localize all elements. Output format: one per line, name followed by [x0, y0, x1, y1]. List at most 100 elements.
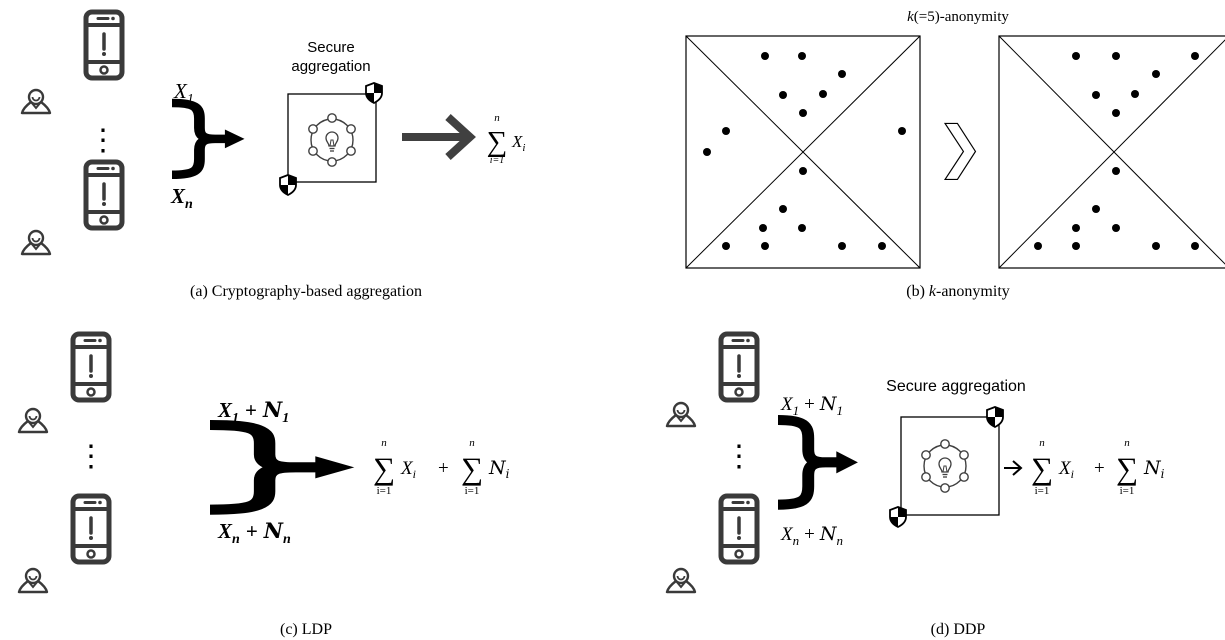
- svg-text:i=1: i=1: [1120, 485, 1135, 497]
- caption-d: (d) DDP: [931, 621, 986, 638]
- user-icon: [665, 401, 697, 428]
- secure-aggregation-box: [900, 416, 1000, 516]
- svg-text:Ni: Ni: [488, 457, 510, 481]
- vertical-ellipsis: ⋮: [724, 440, 754, 473]
- sigma-symbol: ∑: [373, 451, 395, 486]
- data-point: [1152, 70, 1160, 78]
- data-point: [761, 52, 769, 60]
- dots-left: [703, 52, 906, 250]
- smartphone-icon: [721, 496, 757, 562]
- box-label: Secure aggregation: [886, 378, 1026, 395]
- input-top-label: X1+N1: [217, 397, 289, 426]
- data-point: [759, 224, 767, 232]
- svg-text:i=1: i=1: [377, 485, 392, 497]
- svg-text:Xi: Xi: [511, 132, 525, 154]
- caption-b: (b) k-anonymity: [906, 283, 1010, 300]
- aggregation-hub-icon: [921, 439, 969, 493]
- user-icon: [17, 567, 49, 594]
- user-icon: [20, 229, 52, 256]
- data-point: [1112, 52, 1120, 60]
- box-label-line1: Secure: [307, 39, 355, 56]
- sigma-symbol: ∑: [461, 451, 483, 486]
- svg-text:i=1: i=1: [465, 485, 480, 497]
- data-point: [1152, 242, 1160, 250]
- data-point: [1072, 242, 1080, 250]
- svg-text:+: +: [1094, 458, 1105, 479]
- data-point: [761, 242, 769, 250]
- data-point: [1191, 52, 1199, 60]
- dots-right: [1034, 52, 1199, 250]
- data-point: [819, 90, 827, 98]
- data-point: [799, 109, 807, 117]
- svg-text:+: +: [438, 458, 449, 479]
- data-point: [1092, 91, 1100, 99]
- data-point: [1034, 242, 1042, 250]
- data-point: [798, 52, 806, 60]
- box-label-line2: aggregation: [291, 58, 370, 75]
- panel-c: ⋮ X1+N1 Xn+Nn n ∑ i=1 Xi + n ∑ i=1 Ni (c…: [17, 334, 510, 638]
- svg-text:n: n: [1039, 437, 1045, 449]
- input-bottom-label: Xn+Nn: [217, 518, 291, 547]
- data-point: [799, 167, 807, 175]
- output-arrow: [445, 114, 476, 160]
- sigma-symbol: ∑: [1116, 451, 1138, 486]
- data-point: [1131, 90, 1139, 98]
- shield-icon: [986, 406, 1004, 428]
- svg-text:i=1: i=1: [490, 155, 505, 166]
- data-point: [798, 224, 806, 232]
- grid-left: [685, 35, 921, 269]
- user-icon: [17, 407, 49, 434]
- sigma-symbol: ∑: [487, 126, 508, 158]
- shield-icon: [279, 174, 297, 196]
- svg-text:Ni: Ni: [1143, 457, 1165, 481]
- input-top-label: X1: [173, 79, 194, 107]
- output-arrow: [1004, 460, 1023, 476]
- output-sum: n ∑ i=1 Xi + n ∑ i=1 Ni: [373, 437, 510, 497]
- svg-text:n: n: [469, 437, 475, 449]
- data-point: [1191, 242, 1199, 250]
- input-bottom-label: Xn+Nn: [780, 523, 843, 548]
- smartphone-icon: [721, 334, 757, 400]
- input-bottom-label: Xn: [170, 184, 193, 212]
- chevron-right-icon: ❯: [937, 115, 984, 180]
- caption-c: (c) LDP: [280, 621, 332, 638]
- data-point: [779, 205, 787, 213]
- smartphone-icon: [86, 162, 122, 228]
- smartphone-icon: [73, 496, 109, 562]
- data-point: [878, 242, 886, 250]
- secure-aggregation-box: [287, 93, 377, 183]
- smartphone-icon: [86, 12, 122, 78]
- svg-text:n: n: [1124, 437, 1130, 449]
- input-top-label: X1+N1: [780, 393, 843, 418]
- shield-icon: [889, 506, 907, 528]
- merge-arrow: [210, 425, 354, 510]
- data-point: [1092, 205, 1100, 213]
- data-point: [838, 70, 846, 78]
- svg-text:i=1: i=1: [1035, 485, 1050, 497]
- output-sum: n ∑ i=1 Xi + n ∑ i=1 Ni: [1031, 437, 1165, 497]
- output-sum: n ∑ i=1 Xi: [487, 112, 526, 166]
- data-point: [838, 242, 846, 250]
- svg-text:n: n: [494, 112, 500, 124]
- user-icon: [20, 88, 52, 115]
- data-point: [1072, 52, 1080, 60]
- svg-text:Xi: Xi: [400, 458, 416, 481]
- data-point: [1072, 224, 1080, 232]
- svg-text:n: n: [381, 437, 387, 449]
- k-anonymity-title: k(=5)-anonymity: [907, 9, 1009, 25]
- smartphone-icon: [73, 334, 109, 400]
- data-point: [779, 91, 787, 99]
- data-point: [1112, 167, 1120, 175]
- panel-d: ⋮ X1+N1 Xn+Nn Secure aggregation n ∑ i=1…: [665, 334, 1165, 638]
- data-point: [898, 127, 906, 135]
- vertical-ellipsis: ⋮: [88, 124, 118, 157]
- data-point: [722, 127, 730, 135]
- user-icon: [665, 567, 697, 594]
- sigma-symbol: ∑: [1031, 451, 1053, 486]
- panel-a: ⋮ X1 Xn Secure aggregation n ∑ i=1 Xi (a…: [20, 12, 526, 300]
- panel-b: k(=5)-anonymity ❯ (b) k-anonymity: [685, 9, 1225, 300]
- shield-icon: [365, 82, 383, 104]
- data-point: [1112, 109, 1120, 117]
- aggregation-hub-icon: [308, 113, 356, 167]
